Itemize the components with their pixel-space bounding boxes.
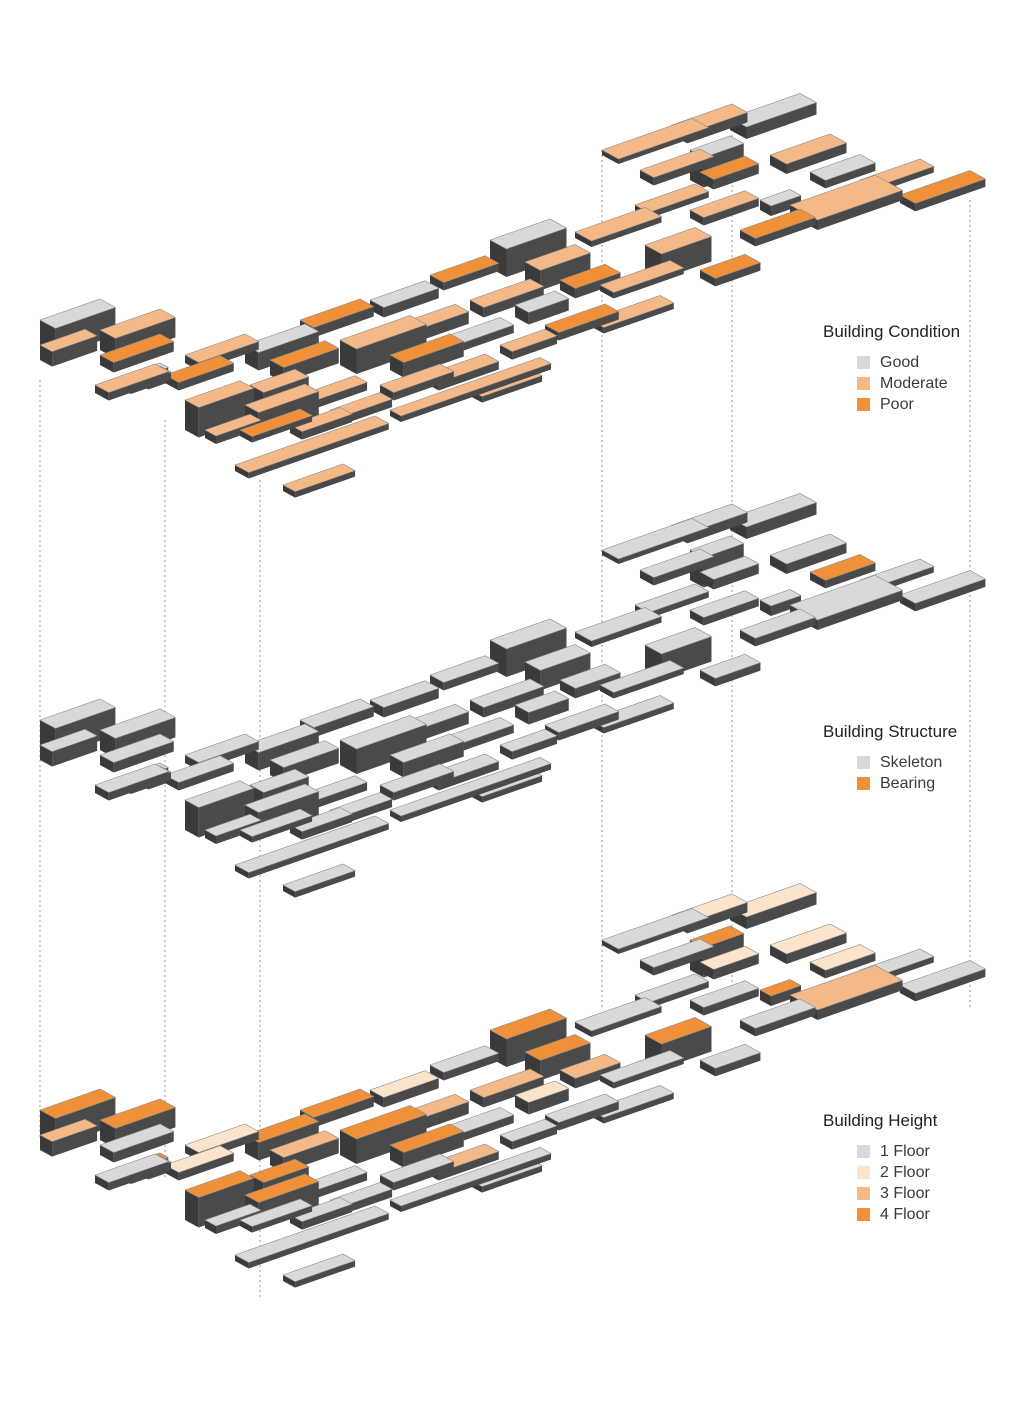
legend-label: Good	[880, 354, 919, 372]
legend-swatch	[857, 1145, 870, 1158]
legend-swatch	[857, 1187, 870, 1200]
legend-title: Building Condition	[823, 322, 960, 342]
legend-label: 1 Floor	[880, 1143, 930, 1161]
layer-height	[40, 884, 985, 1288]
legend-item-good: Good	[857, 352, 960, 373]
legend-swatch	[857, 1208, 870, 1221]
legend-swatch	[857, 756, 870, 769]
legend-item-1-floor: 1 Floor	[857, 1141, 937, 1162]
legend-swatch	[857, 398, 870, 411]
legend-item-skeleton: Skeleton	[857, 752, 957, 773]
legend-label: Skeleton	[880, 754, 942, 772]
legend-label: 3 Floor	[880, 1185, 930, 1203]
legend-label: Poor	[880, 396, 914, 414]
legend-swatch	[857, 377, 870, 390]
legend-swatch	[857, 777, 870, 790]
legend-label: Bearing	[880, 775, 935, 793]
legend-swatch	[857, 1166, 870, 1179]
legend-swatch	[857, 356, 870, 369]
legend-item-2-floor: 2 Floor	[857, 1162, 937, 1183]
legend-item-moderate: Moderate	[857, 373, 960, 394]
legend-structure: Building Structure Skeleton Bearing	[823, 722, 957, 794]
legend-item-4-floor: 4 Floor	[857, 1204, 937, 1225]
legend-item-3-floor: 3 Floor	[857, 1183, 937, 1204]
legend-label: Moderate	[880, 375, 948, 393]
legend-label: 2 Floor	[880, 1164, 930, 1182]
layer-condition	[40, 94, 985, 498]
legend-height: Building Height 1 Floor 2 Floor 3 Floor …	[823, 1111, 937, 1225]
legend-item-bearing: Bearing	[857, 773, 957, 794]
legend-title: Building Structure	[823, 722, 957, 742]
legend-title: Building Height	[823, 1111, 937, 1131]
layer-structure	[40, 494, 985, 898]
legend-item-poor: Poor	[857, 394, 960, 415]
legend-condition: Building Condition Good Moderate Poor	[823, 322, 960, 415]
legend-label: 4 Floor	[880, 1206, 930, 1224]
